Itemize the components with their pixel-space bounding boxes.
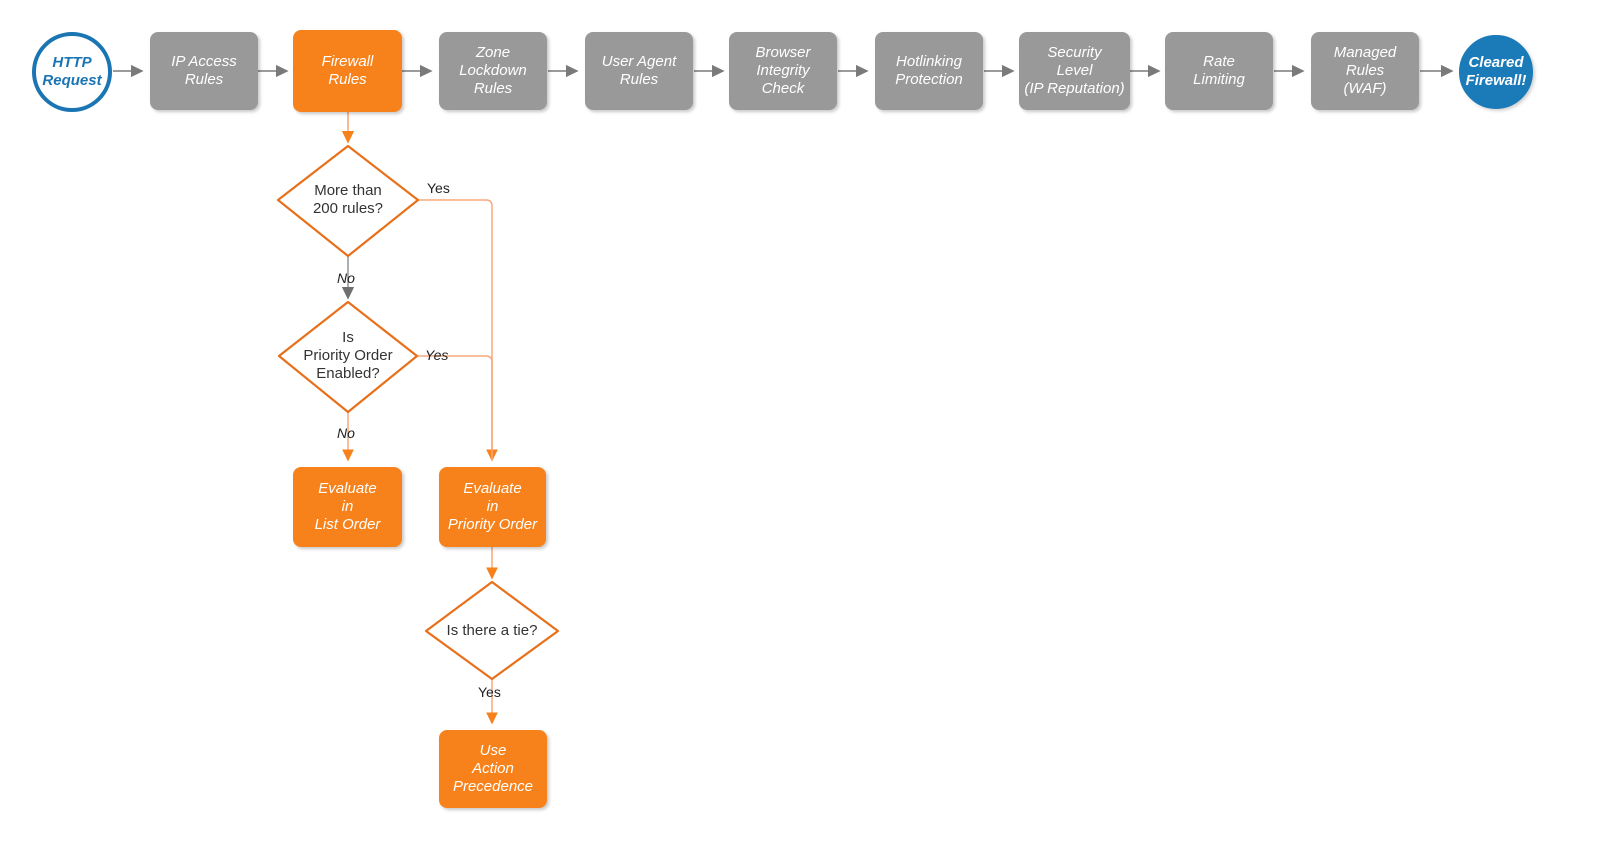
node-user-agent-rules[interactable]: User Agent Rules <box>585 32 693 110</box>
connector-decision1-yes-to-priority-order <box>418 199 498 462</box>
node-http-request[interactable]: HTTP Request <box>32 32 112 112</box>
node-rate-limiting[interactable]: Rate Limiting <box>1165 32 1273 110</box>
decision-label-more-than-200-rules[interactable]: More than 200 rules? <box>312 182 384 217</box>
decision-label-is-priority-order-enabled[interactable]: Is Priority Order Enabled? <box>303 329 393 382</box>
edge-label-priority-order-yes: Yes <box>425 347 449 363</box>
node-security-level[interactable]: Security Level (IP Reputation) <box>1019 32 1130 110</box>
node-ip-access-rules[interactable]: IP Access Rules <box>150 32 258 110</box>
edge-label-priority-order-no: No <box>337 425 355 441</box>
edge-label-more-than-200-yes: Yes <box>427 180 450 196</box>
node-use-action-precedence[interactable]: Use Action Precedence <box>439 730 547 808</box>
node-firewall-rules[interactable]: Firewall Rules <box>293 30 402 112</box>
node-hotlinking-protection[interactable]: Hotlinking Protection <box>875 32 983 110</box>
node-browser-integrity-check[interactable]: Browser Integrity Check <box>729 32 837 110</box>
node-zone-lockdown-rules[interactable]: Zone Lockdown Rules <box>439 32 547 110</box>
decision-label-is-there-a-tie[interactable]: Is there a tie? <box>446 622 538 639</box>
edge-label-tie-yes: Yes <box>478 684 501 700</box>
node-cleared-firewall[interactable]: Cleared Firewall! <box>1459 35 1533 109</box>
edge-label-more-than-200-no: No <box>337 270 355 286</box>
node-evaluate-in-priority-order[interactable]: Evaluate in Priority Order <box>439 467 546 547</box>
connector-decision2-yes-to-priority-order <box>417 355 493 460</box>
node-evaluate-in-list-order[interactable]: Evaluate in List Order <box>293 467 402 547</box>
node-managed-rules-waf[interactable]: Managed Rules (WAF) <box>1311 32 1419 110</box>
